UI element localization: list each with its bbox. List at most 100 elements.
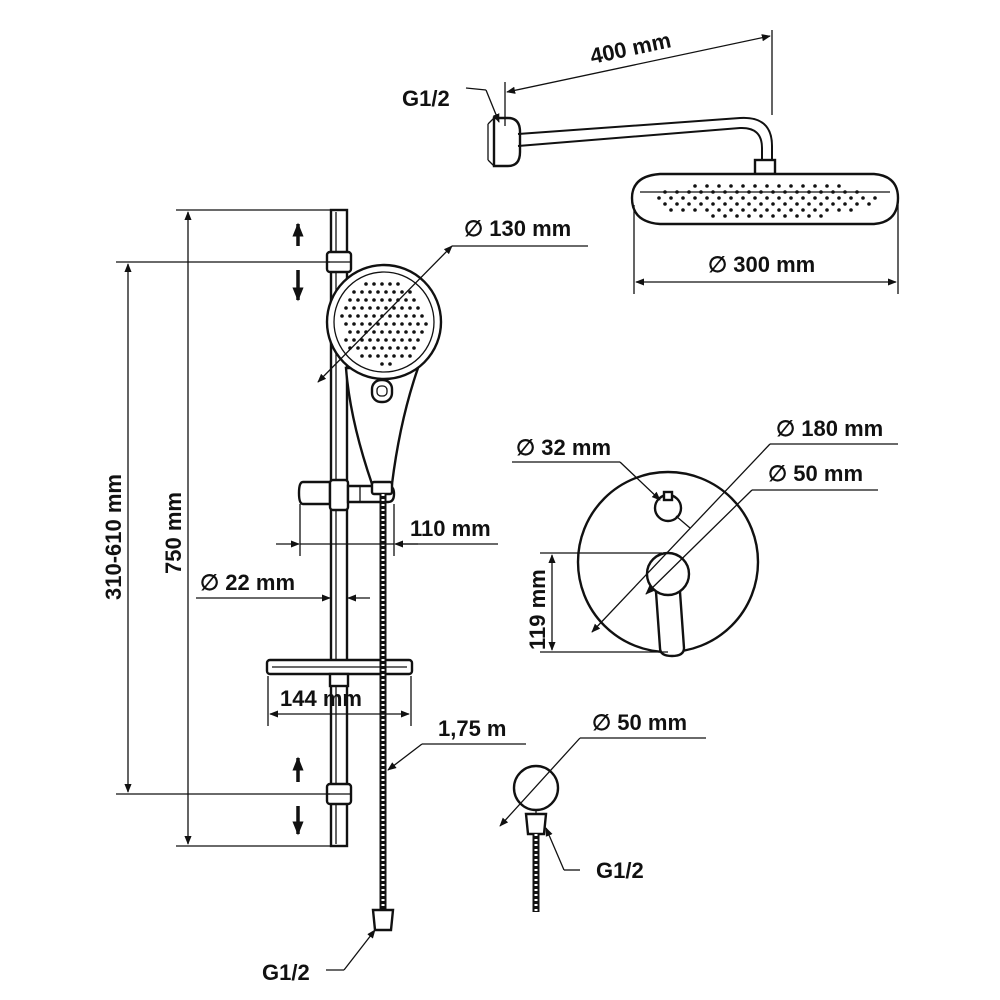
hand-shower-nozzle [348,330,352,334]
plate-diameter-label: ∅ 180 mm [776,416,883,441]
hand-shower-nozzle [388,282,392,286]
head-nozzle [813,208,817,212]
head-nozzle [705,196,709,200]
head-nozzle [765,184,769,188]
head-nozzle [777,184,781,188]
hand-shower-nozzle [408,306,412,310]
hand-shower-nozzle [368,306,372,310]
head-nozzle [849,196,853,200]
holder-projection-label: 110 mm [410,516,491,541]
hand-shower-nozzle [364,314,368,318]
hand-shower-nozzle [384,322,388,326]
hand-shower-nozzle [380,298,384,302]
head-nozzle [825,184,829,188]
head-nozzle [807,202,811,206]
hand-shower-nozzle [412,346,416,350]
dimension-hand-shower-diameter: ∅ 130 mm [317,216,588,383]
hand-shower-nozzle [412,298,416,302]
hand-shower-nozzle [372,330,376,334]
mixer-lever [654,590,686,658]
hand-shower-nozzle [372,282,376,286]
dimension-rail-length: 750 mm [161,209,340,847]
head-nozzle [711,214,715,218]
hose-thread-callout: G1/2 [262,929,376,985]
hand-shower-nozzle [352,338,356,342]
hand-shower-nozzle [408,338,412,342]
hose-length-callout: 1,75 m [387,716,526,771]
head-nozzle [699,202,703,206]
hand-shower-nozzle [368,338,372,342]
head-nozzle [783,190,787,194]
head-nozzle [753,208,757,212]
head-nozzle [723,214,727,218]
head-nozzle [699,190,703,194]
hand-shower-nozzle [388,314,392,318]
outlet-diameter-label: ∅ 50 mm [592,710,687,735]
hand-shower-nozzle [380,346,384,350]
arm-wall-flange [492,116,522,168]
head-diameter-label: ∅ 300 mm [708,252,815,277]
head-nozzle [789,184,793,188]
dimension-plate-diameter: ∅ 180 mm [591,416,898,633]
head-nozzle [855,202,859,206]
hand-shower-button [370,378,394,404]
head-nozzle [759,214,763,218]
arm-thread-callout: G1/2 [402,86,500,123]
head-nozzle [819,202,823,206]
hand-shower-nozzle [396,346,400,350]
head-nozzle [801,184,805,188]
hand-shower-nozzle [384,290,388,294]
hose-thread-label: G1/2 [262,960,310,985]
hand-shower-nozzle [368,354,372,358]
head-nozzle [675,190,679,194]
shower-hose [371,494,395,932]
head-nozzle [813,184,817,188]
head-nozzle [843,190,847,194]
hand-shower-nozzle [420,330,424,334]
head-nozzle [735,190,739,194]
adjust-range-label: 310-610 mm [101,474,126,600]
head-nozzle [831,202,835,206]
rail-length-label: 750 mm [161,492,186,574]
head-nozzle [783,214,787,218]
head-nozzle [825,208,829,212]
hand-shower-nozzle [424,322,428,326]
head-nozzle [741,184,745,188]
head-nozzle [753,196,757,200]
head-nozzle [777,196,781,200]
head-nozzle [729,196,733,200]
head-nozzle [669,208,673,212]
mixer-height-label: 119 mm [525,569,550,650]
head-nozzle [873,196,877,200]
head-nozzle [741,196,745,200]
rail-diameter-label: ∅ 22 mm [200,570,295,595]
head-nozzle [783,202,787,206]
hand-shower-nozzle [404,314,408,318]
head-nozzle [819,214,823,218]
dimension-head-diameter: ∅ 300 mm [633,205,899,294]
head-nozzle [765,196,769,200]
hand-shower-nozzle [400,306,404,310]
hand-shower-nozzle [416,306,420,310]
outlet-thread-label: G1/2 [596,858,644,883]
dimension-soap-dish-width: 144 mm [267,676,412,726]
head-nozzle [681,196,685,200]
head-nozzle [801,208,805,212]
hand-shower-nozzle [404,298,408,302]
head-nozzle [801,196,805,200]
hand-shower-nozzle [388,330,392,334]
head-nozzles [657,184,877,218]
hand-shower-nozzle [348,298,352,302]
head-nozzle [771,190,775,194]
hand-shower-nozzle [392,290,396,294]
head-nozzle [771,214,775,218]
hand-shower-nozzle [344,322,348,326]
hand-shower-nozzle [372,314,376,318]
hand-shower-nozzle [392,354,396,358]
hand-shower-nozzle [364,298,368,302]
head-nozzle [849,208,853,212]
hand-shower-nozzle [352,306,356,310]
head-nozzle [657,196,661,200]
head-nozzle [723,190,727,194]
hand-shower-nozzle [396,282,400,286]
